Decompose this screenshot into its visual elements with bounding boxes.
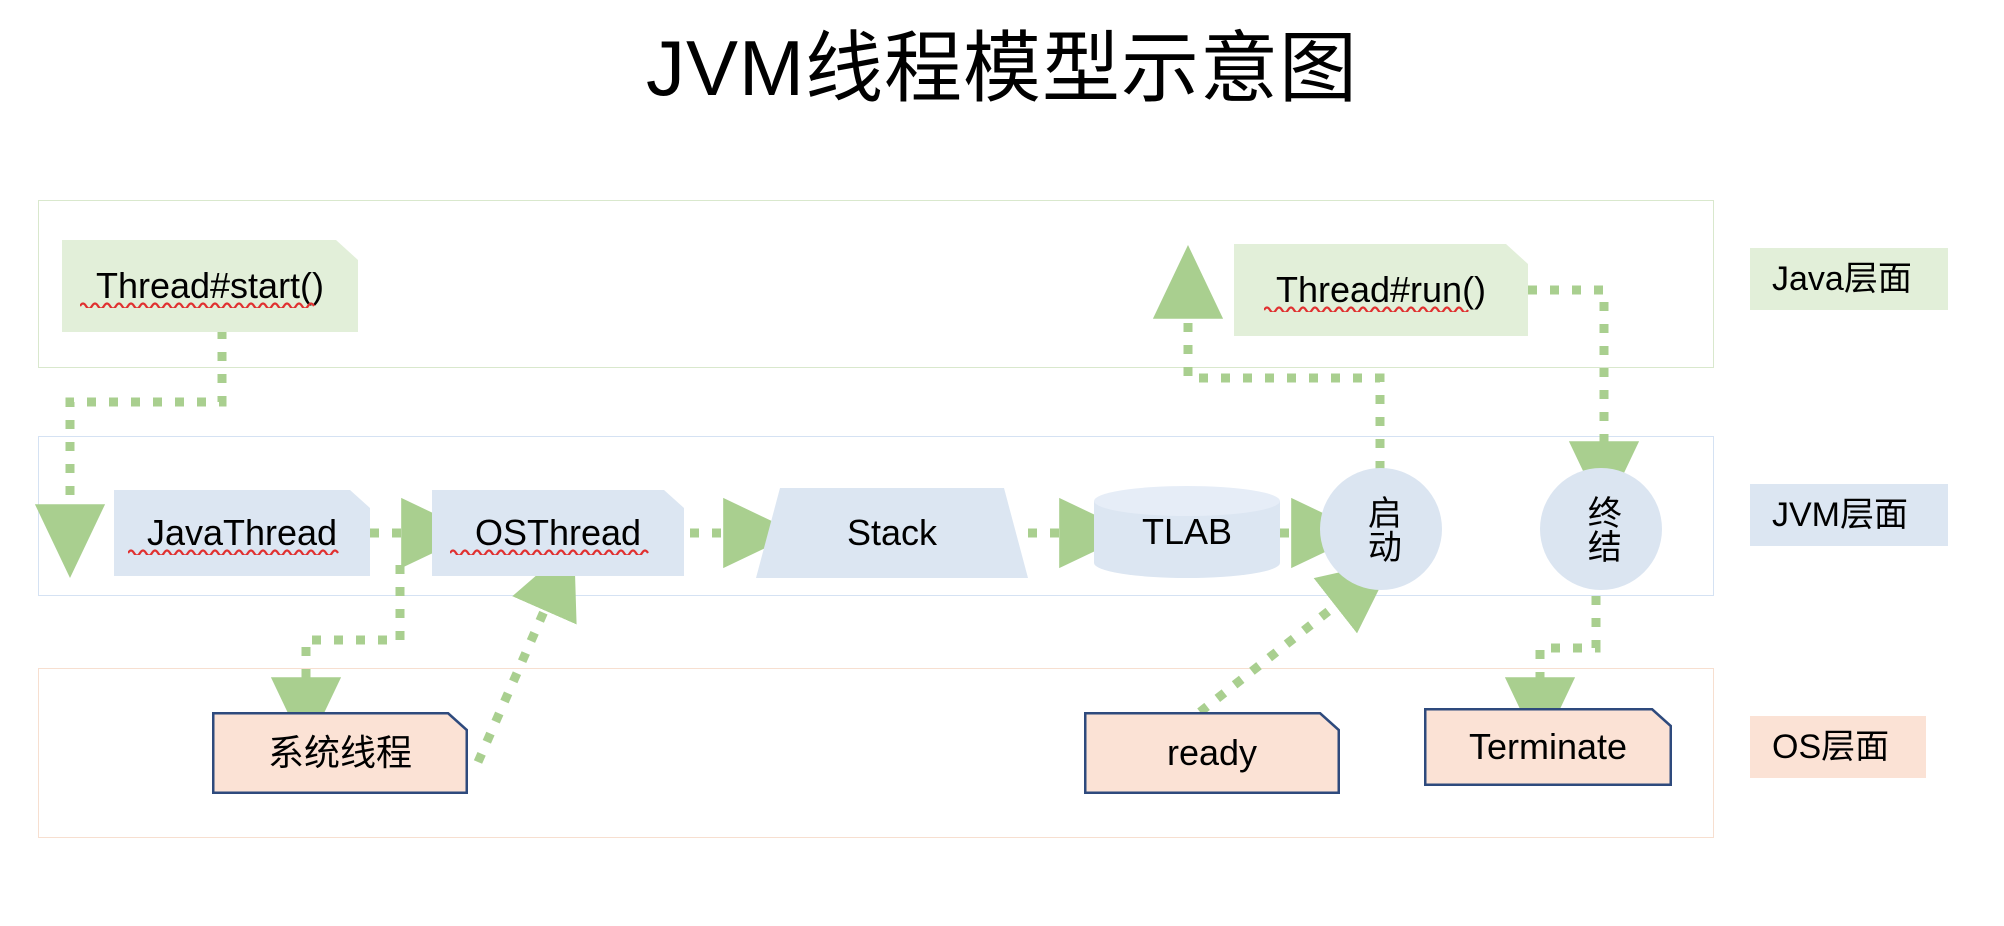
node-java-thread[interactable]: JavaThread	[114, 490, 370, 576]
node-label: 启动	[1362, 495, 1401, 563]
node-label: Terminate	[1468, 726, 1628, 768]
node-label: JavaThread	[146, 512, 338, 554]
node-zhongjie[interactable]: 终结	[1540, 468, 1662, 590]
connector-zhongjie-to-terminate	[1504, 596, 1601, 751]
legend-label: Java层面	[1772, 260, 1912, 298]
node-label: Thread#run()	[1275, 269, 1487, 311]
connector-thread-run-to-zhongjie	[1528, 285, 1640, 515]
node-qidong[interactable]: 启动	[1320, 468, 1442, 590]
node-stack[interactable]: Stack	[756, 488, 1028, 578]
note-shape	[62, 240, 358, 332]
legend-java-layer: Java层面	[1750, 248, 1948, 310]
node-thread-start[interactable]: Thread#start()	[62, 240, 358, 332]
node-thread-run[interactable]: Thread#run()	[1234, 244, 1528, 336]
connector-thread-start-to-java-thread	[34, 330, 227, 578]
node-terminate[interactable]: Terminate	[1424, 708, 1672, 786]
connector-ready-to-qidong	[1197, 560, 1394, 716]
layer-band-java	[38, 200, 1714, 368]
node-label: OSThread	[474, 512, 642, 554]
page-title: JVM线程模型示意图	[645, 24, 1358, 112]
legend-jvm-layer: JVM层面	[1750, 484, 1948, 546]
node-label: 终结	[1582, 495, 1621, 563]
node-label: ready	[1166, 732, 1258, 774]
node-tlab[interactable]: TLAB	[1094, 486, 1280, 578]
node-label: 系统线程	[267, 732, 412, 774]
note-shape	[1234, 244, 1528, 336]
note-shape	[1084, 712, 1340, 794]
trapezoid-shape	[756, 488, 1028, 578]
node-system-thread[interactable]: 系统线程	[212, 712, 468, 794]
legend-label: OS层面	[1772, 728, 1890, 766]
cylinder-shape	[1094, 486, 1280, 578]
layer-band-os	[38, 668, 1714, 838]
connector-qidong-to-thread-run	[1152, 245, 1385, 470]
legend-os-layer: OS层面	[1750, 716, 1926, 778]
node-ready[interactable]: ready	[1084, 712, 1340, 794]
connector-system-thread-to-os-thread	[473, 542, 577, 764]
node-label: Stack	[846, 512, 938, 554]
node-label: TLAB	[1141, 511, 1233, 553]
node-os-thread[interactable]: OSThread	[432, 490, 684, 576]
node-label: Thread#start()	[95, 265, 325, 307]
connector-java-thread-to-system-thread	[270, 565, 405, 751]
legend-label: JVM层面	[1772, 496, 1908, 534]
